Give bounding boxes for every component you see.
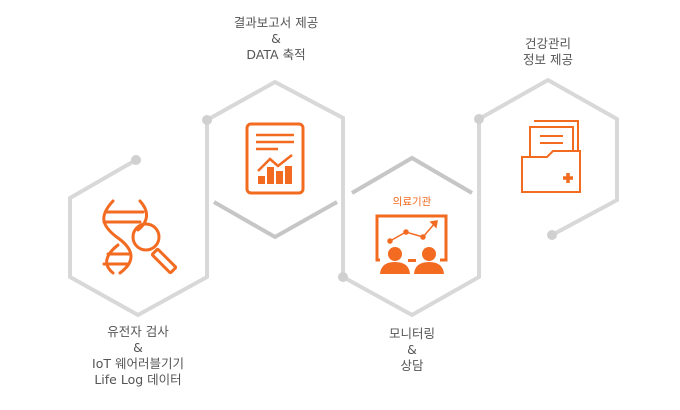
hex-3-outline: [342, 119, 481, 318]
hex-2-bottom-chevron: [213, 200, 338, 240]
label-line: &: [271, 31, 281, 46]
node-dot: [202, 115, 212, 125]
label-line: 정보 제공: [523, 52, 573, 67]
hex-4-outline: [478, 77, 619, 237]
label-line: &: [407, 342, 417, 357]
label-line: Life Log 데이터: [94, 372, 182, 387]
node-dot: [131, 155, 141, 165]
medical-folder-icon: [521, 120, 581, 193]
label-line: 모니터링: [388, 326, 436, 341]
label-line: &: [133, 340, 143, 355]
label-line: 상담: [400, 358, 424, 373]
label-line: 결과보고서 제공: [233, 15, 319, 30]
monitoring-consultation-icon: [375, 214, 448, 274]
label-line: 유전자 검사: [107, 324, 169, 339]
step-2-label: 결과보고서 제공 & DATA 축적: [234, 15, 318, 63]
label-line: DATA 축적: [246, 47, 306, 62]
report-chart-icon: [245, 122, 305, 195]
step-3-label: 모니터링 & 상담: [389, 326, 435, 374]
hex-2-outline: [206, 79, 345, 277]
label-line: IoT 웨어러블기기: [92, 356, 184, 371]
node-dot: [474, 114, 484, 124]
label-line: 건강관리: [524, 36, 572, 51]
step-1-label: 유전자 검사 & IoT 웨어러블기기 Life Log 데이터: [92, 324, 184, 388]
hex-3-top-chevron: [350, 155, 474, 195]
node-dot: [547, 230, 557, 240]
hex-1-outline: [68, 120, 209, 318]
medical-institution-tag: 의료기관: [392, 196, 432, 208]
step-4-label: 건강관리 정보 제공: [523, 36, 573, 68]
node-dot: [338, 272, 348, 282]
dna-magnifier-icon: [102, 199, 178, 275]
